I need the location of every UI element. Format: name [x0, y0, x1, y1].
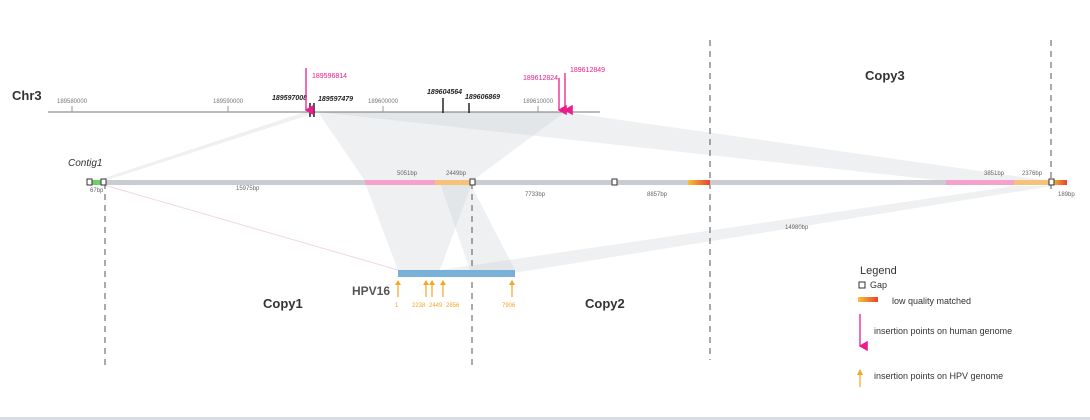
contig1-track: Contig1 67bp 15975bp 5051bp 2449bp 7733b…	[68, 158, 1075, 231]
contig-pink-segment-1	[365, 180, 435, 185]
ribbon-copy3-to-hpv	[440, 186, 1052, 272]
legend-human-insert-label: insertion points on human genome	[874, 326, 1012, 336]
gap-marker	[1048, 178, 1055, 186]
alignment-ribbons	[95, 112, 1052, 272]
legend: Legend Gap low quality matched insertion…	[857, 265, 1012, 387]
length-label: 2449bp	[446, 171, 467, 177]
contig-orange-segment-2	[1014, 180, 1051, 185]
ribbon-copy1-to-hpv	[365, 183, 472, 270]
ribbon-copy1-to-hpv-cross	[440, 183, 515, 270]
hpv16-genome-bar	[398, 270, 515, 277]
copy2-label: Copy2	[585, 296, 625, 311]
human-insertion-label: 189596814	[312, 73, 347, 80]
hpv-position-label: 7906	[502, 303, 516, 309]
copy1-label: Copy1	[263, 296, 303, 311]
chr3-label: Chr3	[12, 88, 42, 103]
human-insertion-label: 189612824	[523, 75, 558, 82]
ribbon-chr-to-copy1	[95, 112, 318, 181]
chr3-position-label: 189597008	[272, 95, 307, 102]
hpv-position-label: 1	[395, 303, 399, 309]
low-quality-swatch	[858, 297, 878, 302]
hpv-position-label: 2856	[446, 303, 460, 309]
length-label: 67bp	[90, 188, 104, 194]
contig-backbone	[103, 180, 1050, 185]
gap-marker	[469, 178, 476, 186]
gap-icon	[858, 281, 866, 289]
legend-gap-label: Gap	[870, 280, 887, 290]
ribbon-chr-to-copy2	[318, 112, 1050, 181]
hpv-position-label: 2449	[429, 303, 443, 309]
length-label: 5051bp	[397, 171, 418, 177]
hpv16-track: HPV16 1 2238 2449 2856 7906	[352, 270, 516, 309]
hpv16-label: HPV16	[352, 284, 390, 298]
length-label: 7733bp	[525, 192, 546, 198]
chr3-tick-label: 189610000	[523, 99, 554, 105]
copy3-label: Copy3	[865, 68, 905, 83]
human-insertion-label: 189612849	[570, 67, 605, 74]
ribbon-chr-to-copy1-wide	[318, 112, 565, 181]
legend-title: Legend	[860, 265, 897, 277]
length-label: 8857bp	[647, 192, 668, 198]
gap-marker	[86, 178, 93, 186]
legend-hpv-insert-label: insertion points on HPV genome	[874, 371, 1003, 381]
gap-marker	[100, 178, 107, 186]
length-label: 189bp	[1058, 192, 1075, 198]
hpv-position-label: 2238	[412, 303, 426, 309]
gap-marker	[611, 178, 618, 186]
length-label: 14980bp	[785, 225, 809, 231]
contig-orange-segment-1	[435, 180, 472, 185]
contig-pink-segment-2	[946, 180, 1014, 185]
contig-low-quality-2	[1051, 180, 1067, 185]
legend-low-quality-label: low quality matched	[892, 296, 971, 306]
contig-low-quality-1	[688, 180, 710, 185]
chr3-tick-label: 189590000	[213, 99, 244, 105]
contig-start-green	[91, 180, 103, 185]
chr3-position-label: 189597479	[318, 96, 353, 103]
chr3-track: Chr3 189580000 189590000 189600000 18961…	[12, 67, 605, 117]
length-label: 15975bp	[236, 186, 260, 192]
orange-arrowhead-icon	[857, 369, 863, 375]
chr3-tick-label: 189580000	[57, 99, 88, 105]
chr3-tick-label: 189600000	[368, 99, 399, 105]
chr3-position-label: 189606869	[465, 94, 500, 101]
bottom-border	[0, 417, 1090, 420]
chr3-position-label: 189604564	[427, 89, 462, 96]
length-label: 2376bp	[1022, 171, 1043, 177]
length-label: 3851bp	[984, 171, 1005, 177]
contig1-label: Contig1	[68, 158, 102, 169]
thin-link-contig-hpv	[103, 184, 399, 271]
